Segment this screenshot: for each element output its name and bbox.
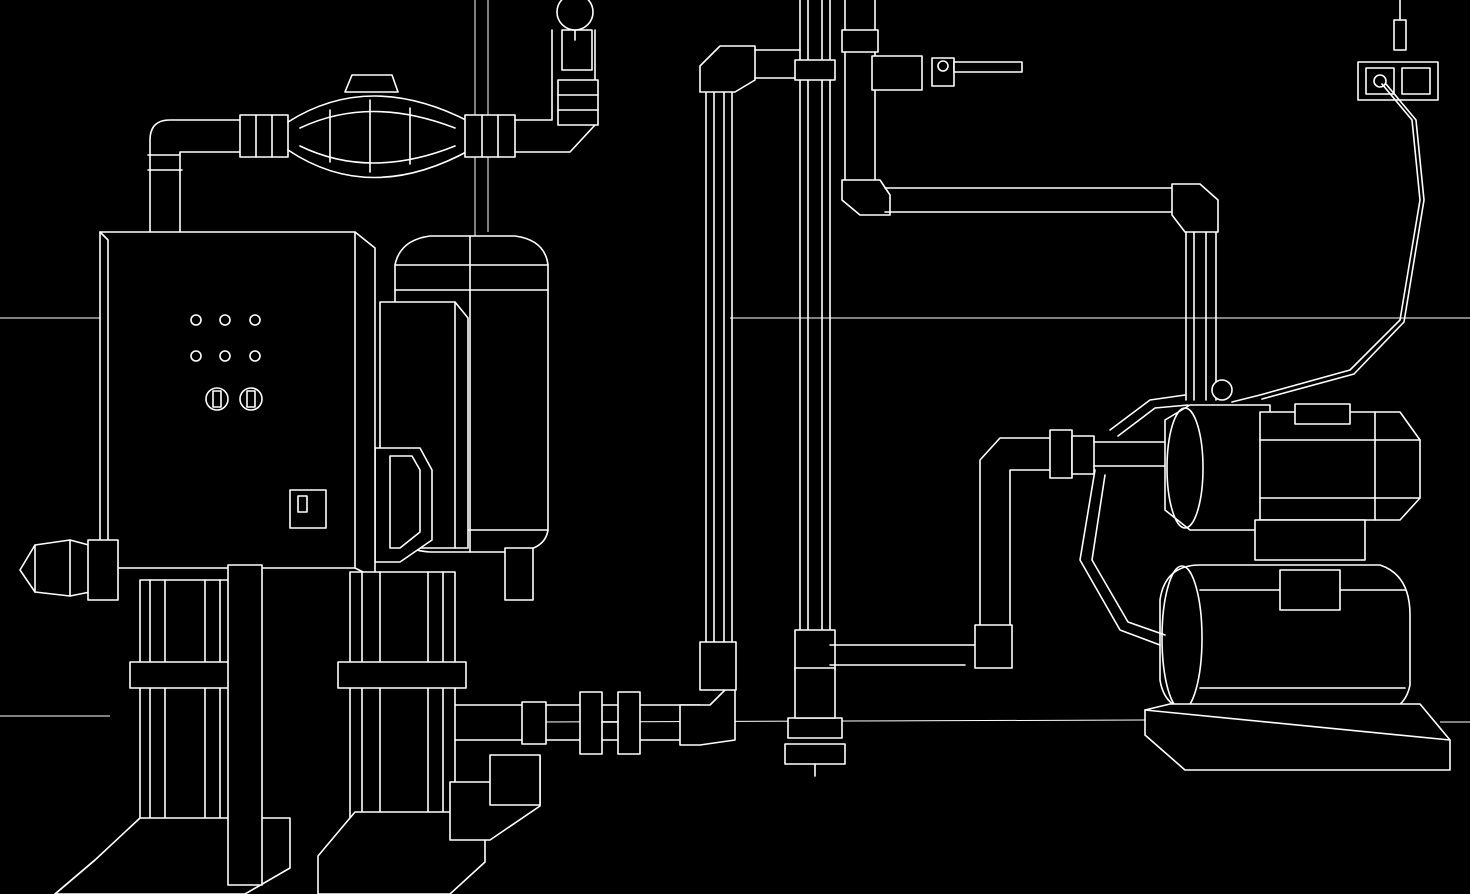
inlet-pipe [19, 539, 119, 601]
supply-pipe [884, 183, 1219, 401]
discharge-manifold [454, 679, 736, 755]
power-cable [1231, 83, 1425, 403]
control-cabinet-icon [99, 231, 376, 579]
pump-frame [227, 564, 541, 886]
jet-pump-tank-icon [1144, 564, 1451, 771]
rotary-switch-icons [205, 387, 263, 411]
riser-pipe-1 [699, 45, 801, 691]
bypass-hose [1079, 394, 1189, 646]
power-socket-icon [1357, 0, 1439, 101]
pressure-gauge-icon [556, 0, 594, 41]
booster-pump-right-icon [317, 571, 486, 894]
flow-meter-pipe [147, 29, 599, 241]
main-switch-icon [289, 489, 327, 529]
pump-motor-housing [374, 301, 469, 563]
shutoff-valve-icon [841, 0, 1023, 216]
indicator-light-icons [190, 314, 261, 362]
riser-pipe-2 [784, 0, 976, 777]
suction-pipe [974, 429, 1171, 669]
jet-pump-icon [1164, 379, 1421, 561]
